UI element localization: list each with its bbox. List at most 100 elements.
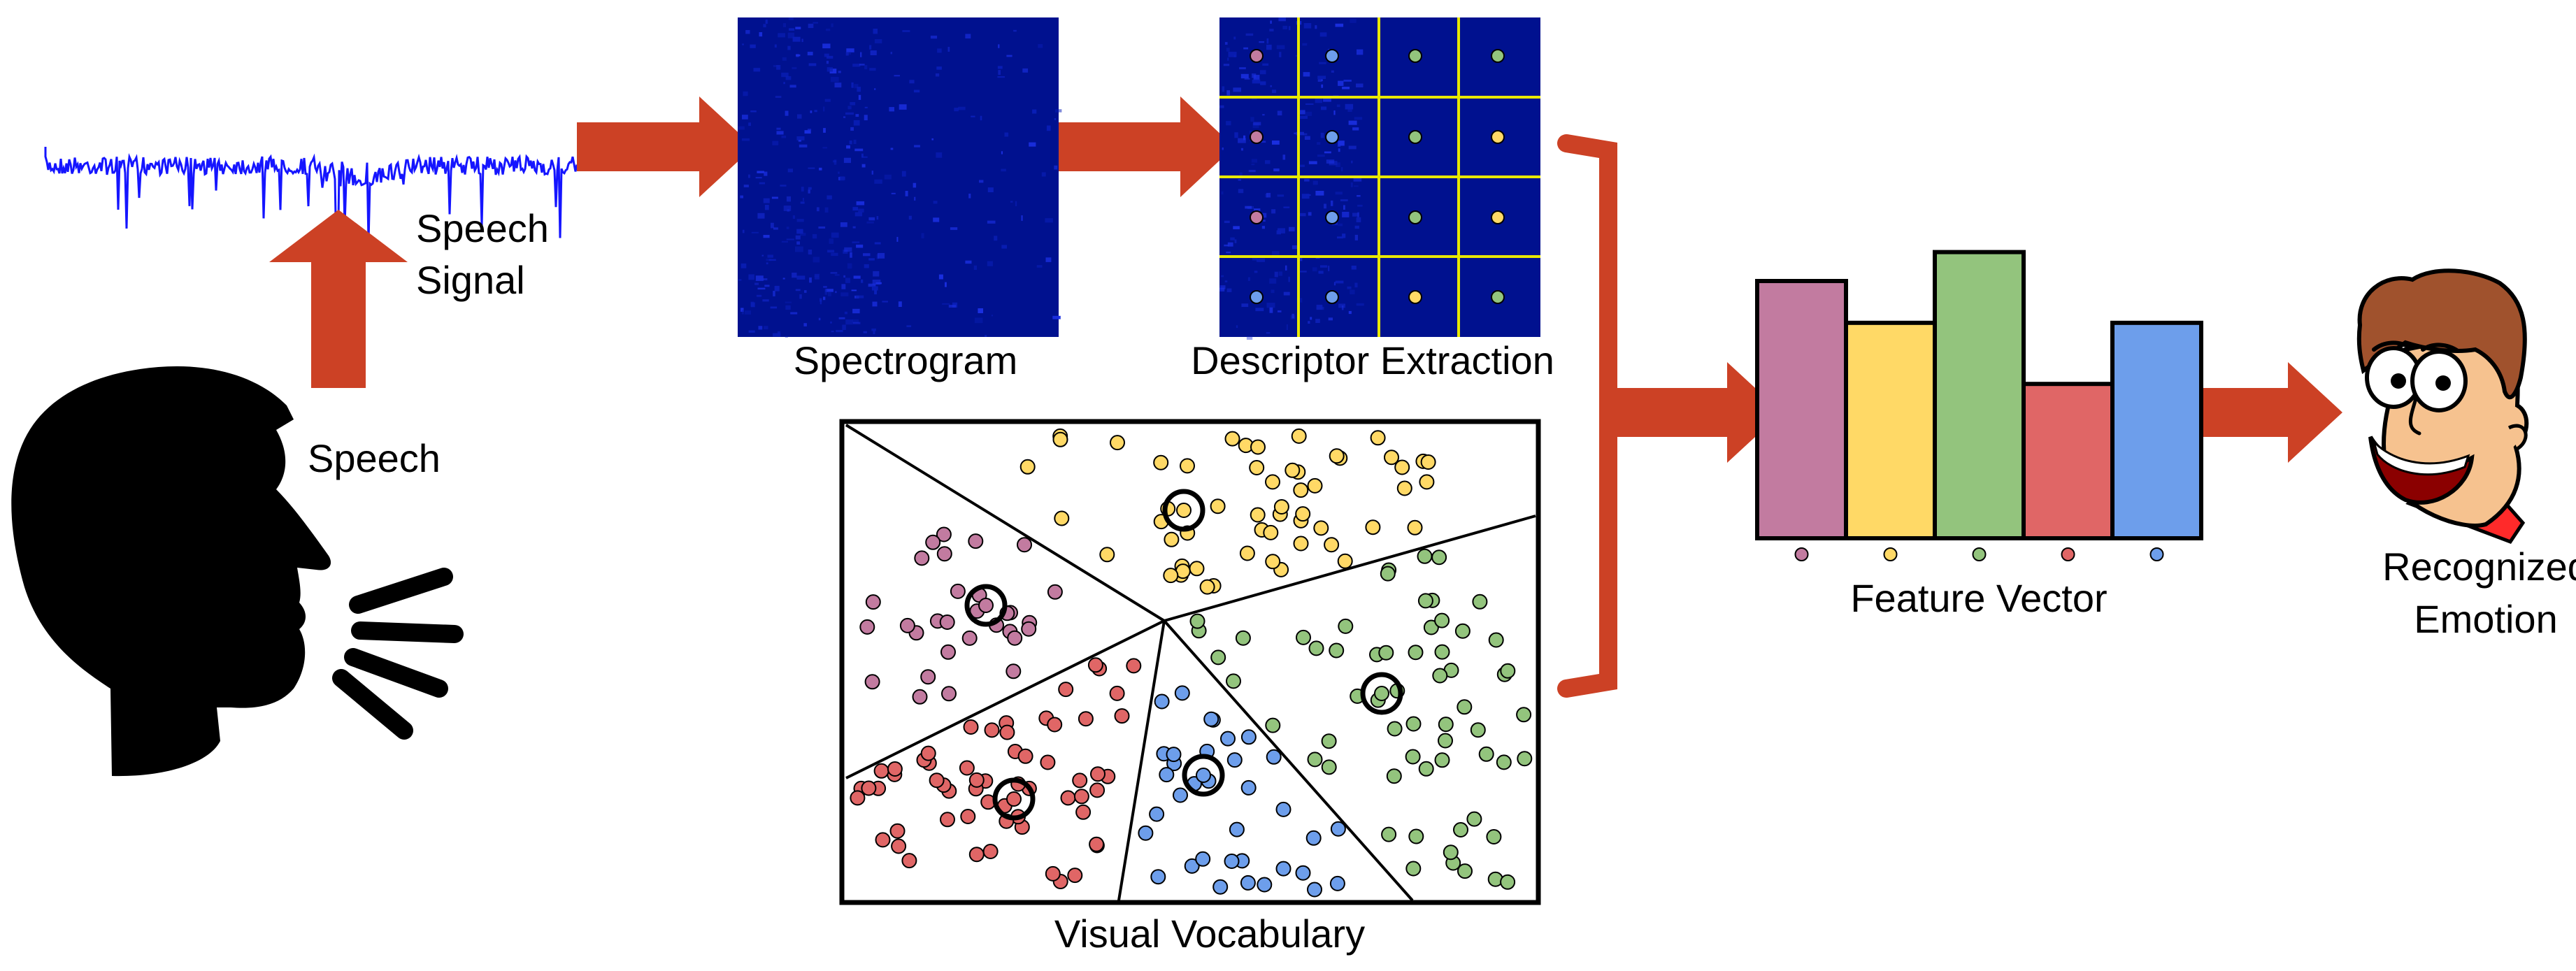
vocabulary-point	[1235, 630, 1251, 646]
vocabulary-point	[889, 823, 906, 839]
vocabulary-point	[1210, 649, 1226, 666]
arrows	[269, 96, 2342, 698]
arrow-feature-vector-to-emotion	[2201, 362, 2342, 463]
happy-face-icon	[2356, 268, 2529, 545]
vocabulary-point	[1370, 430, 1386, 446]
vocabulary-point	[1017, 748, 1033, 764]
vocabulary-point	[1285, 462, 1301, 478]
vocabulary-point	[1417, 593, 1433, 609]
vocabulary-point	[1110, 435, 1125, 451]
vocabulary-point	[940, 812, 955, 828]
recognized-label-line1: Recognized	[2382, 545, 2576, 589]
vocabulary-point	[1174, 685, 1190, 701]
vocabulary-point	[1166, 747, 1182, 763]
vocabulary-point	[1478, 746, 1494, 762]
vocabulary-point	[1273, 499, 1289, 515]
vocabulary-point	[959, 760, 975, 776]
vocabulary-point	[1073, 789, 1089, 805]
vocabulary-point	[939, 614, 955, 630]
histogram-bar-blue	[2110, 320, 2203, 540]
vocabulary-point	[1329, 642, 1345, 659]
vocabulary-point	[963, 719, 979, 735]
vocabulary-point	[912, 689, 928, 705]
vocabulary-point	[899, 617, 915, 633]
vocabulary-point	[1220, 731, 1236, 747]
vocabulary-point	[1040, 754, 1056, 770]
descriptor-dot	[1250, 49, 1264, 63]
vocabulary-point	[1240, 875, 1256, 891]
descriptor-dot	[1250, 290, 1264, 304]
vocabulary-point	[1307, 477, 1323, 494]
vocabulary-point	[1405, 861, 1422, 877]
vocabulary-point	[1075, 804, 1092, 820]
vocabulary-point	[1423, 619, 1439, 635]
vocabulary-point	[1516, 707, 1532, 723]
descriptor-dot	[1408, 210, 1422, 224]
vocabulary-point	[1189, 613, 1205, 629]
vocabulary-point	[1203, 711, 1219, 727]
feature-vector-histogram	[1755, 250, 2203, 561]
vocabulary-point	[1006, 663, 1022, 679]
descriptor-dot	[1325, 290, 1339, 304]
vocabulary-point	[1184, 858, 1200, 874]
vocabulary-point	[1265, 717, 1281, 733]
vocabulary-point	[1199, 579, 1215, 595]
vocabulary-point	[1250, 439, 1266, 455]
vocabulary-point	[968, 533, 984, 549]
centroid-point	[1196, 768, 1211, 783]
histogram-tick-dot	[1883, 547, 1898, 561]
vocabulary-point	[1380, 566, 1396, 582]
feature-vector-label: Feature Vector	[1850, 576, 2107, 620]
vocabulary-point	[1291, 428, 1307, 444]
vocabulary-point	[1408, 645, 1424, 661]
vocabulary-point	[1126, 658, 1142, 674]
histogram-tick-dot	[1794, 547, 1809, 561]
spectrogram-panel	[738, 17, 1062, 338]
vocabulary-point	[940, 644, 956, 660]
histogram-bar-green	[1933, 250, 2026, 540]
arrow-signal-to-spectrogram	[577, 96, 754, 197]
vocabulary-point	[1195, 851, 1211, 867]
arrow-spectrogram-to-descriptor	[1057, 96, 1234, 197]
vocabulary-point	[1275, 801, 1291, 817]
vocabulary-point	[1224, 431, 1240, 447]
vocabulary-point	[960, 809, 976, 824]
vocabulary-point	[1486, 829, 1502, 844]
vocabulary-point	[1500, 874, 1516, 890]
vocabulary-point	[1109, 685, 1125, 701]
spectrogram-label: Spectrogram	[794, 338, 1018, 382]
vocabulary-point	[864, 674, 880, 690]
vocabulary-point	[1434, 612, 1450, 628]
vocabulary-point	[1239, 545, 1255, 561]
vocabulary-point	[1500, 663, 1516, 679]
descriptor-dot	[1250, 130, 1264, 144]
vocabulary-point	[1114, 708, 1130, 724]
descriptor-dot	[1491, 130, 1505, 144]
vocabulary-point	[1265, 474, 1280, 490]
descriptor-dot	[1491, 290, 1505, 304]
arrow-speech-to-signal	[269, 210, 408, 388]
vocabulary-point	[1058, 682, 1074, 698]
vocabulary-point	[1226, 673, 1241, 689]
vocabulary-point	[1164, 531, 1180, 547]
vocabulary-point	[1381, 826, 1397, 842]
vocabulary-point	[1321, 733, 1337, 749]
vocabulary-point	[1173, 787, 1188, 803]
vocabulary-point	[1072, 772, 1088, 789]
vocabulary-point	[1496, 754, 1512, 770]
vocabulary-point	[1240, 729, 1257, 745]
descriptor-dot	[1408, 290, 1422, 304]
vocabulary-point	[920, 669, 936, 685]
vocabulary-point	[936, 526, 952, 542]
vocabulary-point	[1293, 535, 1309, 552]
vocabulary-point	[1150, 869, 1166, 885]
vocabulary-point	[1313, 520, 1329, 536]
vocabulary-point	[1163, 568, 1179, 584]
histogram-tick-dot	[1972, 547, 1987, 561]
descriptor-dot	[1325, 49, 1339, 63]
vocabulary-point	[1099, 547, 1115, 563]
vocabulary-point	[1453, 822, 1468, 837]
vocabulary-point	[1007, 630, 1023, 646]
vocabulary-point	[1240, 779, 1257, 796]
